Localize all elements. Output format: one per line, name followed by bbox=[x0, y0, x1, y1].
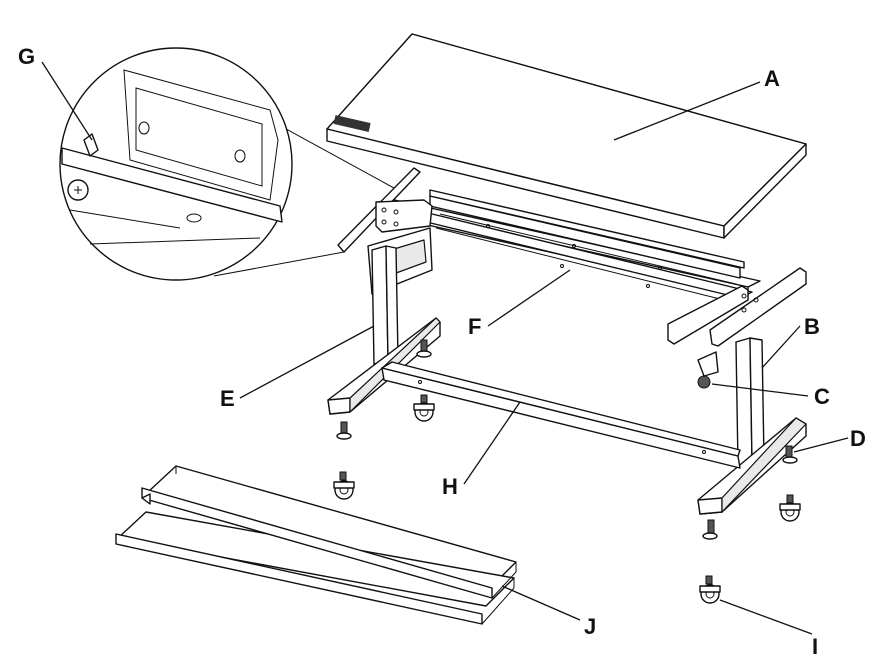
brand-logo bbox=[333, 115, 371, 132]
label-a: A bbox=[764, 66, 780, 91]
crossbar bbox=[381, 361, 741, 469]
detail-contents bbox=[61, 69, 283, 245]
label-e: E bbox=[220, 386, 235, 411]
caster-4 bbox=[699, 575, 721, 604]
label-c: C bbox=[814, 384, 830, 409]
caster-3 bbox=[779, 494, 801, 522]
label-h: H bbox=[442, 474, 458, 499]
callout-labels: G A B C D E F H I J bbox=[18, 44, 866, 659]
label-g: G bbox=[18, 44, 35, 69]
casters bbox=[333, 394, 801, 604]
label-f: F bbox=[468, 314, 481, 339]
desktop-panel bbox=[326, 33, 807, 239]
label-d: D bbox=[850, 426, 866, 451]
label-i: I bbox=[812, 634, 818, 659]
right-leg bbox=[667, 267, 807, 515]
leader-lines bbox=[41, 61, 849, 635]
detail-magnifier bbox=[59, 47, 395, 281]
label-j: J bbox=[584, 614, 596, 639]
leveling-feet bbox=[336, 339, 798, 540]
label-b: B bbox=[804, 314, 820, 339]
caster-2 bbox=[333, 471, 355, 500]
tension-knob bbox=[697, 351, 719, 389]
caster-1 bbox=[413, 394, 435, 422]
paper-rails bbox=[115, 465, 517, 625]
